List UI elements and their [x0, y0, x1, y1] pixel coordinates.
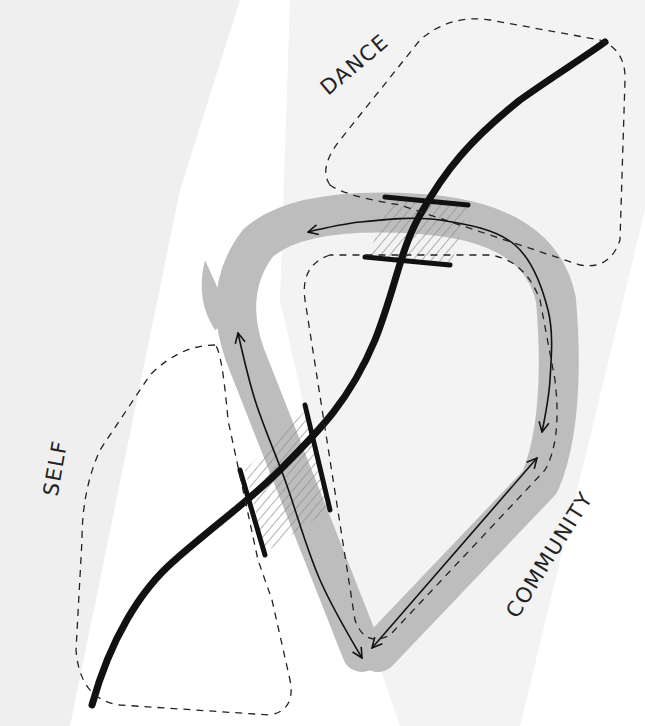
- crossing-bar: [365, 257, 450, 265]
- wavy-line: [92, 42, 605, 705]
- region-outline: SELF: [35, 325, 300, 725]
- dashed-outline: [295, 248, 615, 670]
- region-name: DANCE: [316, 30, 393, 100]
- double-arrow: [372, 458, 537, 648]
- crossing-bar: [240, 470, 265, 555]
- region-outline: COMMUNITY: [295, 248, 615, 670]
- hatch-area: [368, 200, 468, 262]
- dashed-outline: [76, 345, 291, 715]
- region-outline: DANCE: [305, 10, 635, 280]
- background-shade: [0, 0, 240, 726]
- cycle-arrow: [308, 218, 552, 432]
- region-name: SELF: [40, 438, 73, 498]
- grey-band: [202, 260, 232, 330]
- dashed-outline: [35, 325, 300, 725]
- region-name: COMMUNITY: [502, 488, 598, 622]
- cycle-arrow: [238, 333, 362, 658]
